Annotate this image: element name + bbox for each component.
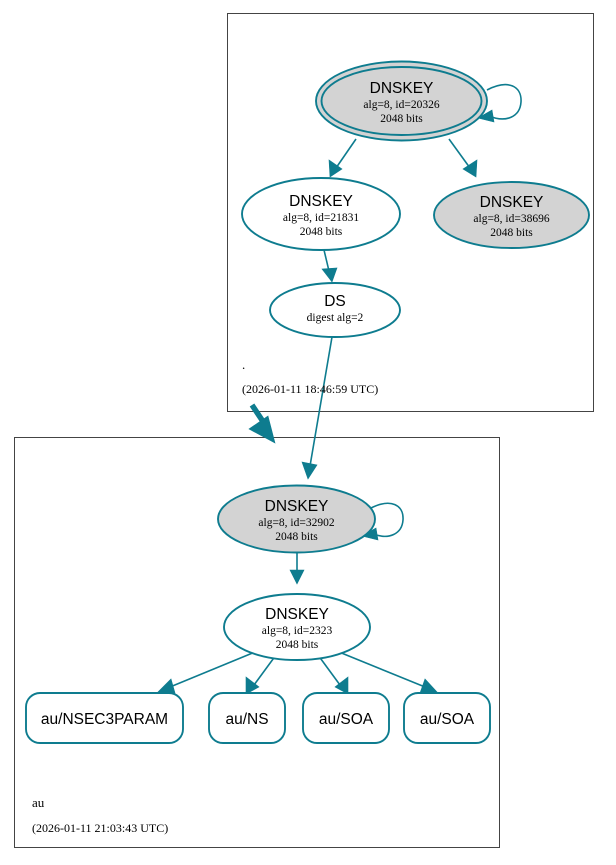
node-rrset-au-soa-1-shape bbox=[302, 692, 390, 744]
node-root-key-38696-title: DNSKEY bbox=[480, 194, 544, 211]
edge-au-zsk-to-ns bbox=[245, 654, 277, 695]
cluster-au-timestamp: (2026-01-11 21:03:43 UTC) bbox=[32, 821, 168, 835]
node-root-key-38696-keysize: 2048 bits bbox=[490, 227, 533, 239]
node-au-ksk-shape bbox=[217, 484, 376, 554]
node-rrset-au-nsec3param[interactable]: au/NSEC3PARAM bbox=[25, 692, 184, 744]
edge-root-ksk-to-key38696 bbox=[448, 138, 478, 178]
node-rrset-au-nsec3param-label: au/NSEC3PARAM bbox=[41, 711, 168, 728]
node-au-ksk-keysize: 2048 bits bbox=[275, 531, 318, 543]
node-rrset-au-soa-1-label: au/SOA bbox=[319, 711, 374, 728]
node-root-ksk-inner-ring bbox=[320, 66, 483, 136]
node-root-ksk[interactable]: DNSKEY alg=8, id=20326 2048 bits bbox=[315, 60, 488, 142]
edge-root-zsk-to-ds bbox=[321, 249, 338, 283]
edge-au-zsk-to-soa-1 bbox=[317, 654, 349, 695]
cluster-root-timestamp: (2026-01-11 18:46:59 UTC) bbox=[242, 382, 378, 396]
node-rrset-au-soa-1[interactable]: au/SOA bbox=[302, 692, 390, 744]
cluster-root-zone-label: . bbox=[242, 357, 245, 372]
node-root-ds[interactable]: DS digest alg=2 bbox=[269, 282, 401, 338]
node-rrset-au-ns[interactable]: au/NS bbox=[208, 692, 286, 744]
cluster-au-zone-label: au bbox=[32, 795, 45, 810]
node-rrset-au-soa-2-label: au/SOA bbox=[420, 711, 475, 728]
edge-au-ksk-selfsign bbox=[361, 502, 404, 541]
node-root-key-38696[interactable]: DNSKEY alg=8, id=38696 2048 bits bbox=[433, 181, 590, 249]
node-root-key-38696-shape bbox=[433, 181, 590, 249]
node-au-zsk-keysize: 2048 bits bbox=[276, 639, 319, 651]
node-root-ds-digest: digest alg=2 bbox=[307, 312, 364, 324]
node-root-zsk-shape bbox=[241, 177, 401, 251]
node-au-zsk-title: DNSKEY bbox=[265, 606, 329, 623]
node-root-zsk-keysize: 2048 bits bbox=[300, 226, 343, 238]
node-root-zsk-title: DNSKEY bbox=[289, 193, 353, 210]
node-au-ksk-title: DNSKEY bbox=[265, 498, 329, 515]
node-rrset-au-soa-2[interactable]: au/SOA bbox=[403, 692, 491, 744]
node-root-ksk-keyinfo: alg=8, id=20326 bbox=[363, 99, 439, 111]
edge-ds-to-au-ksk bbox=[301, 336, 333, 480]
node-root-key-38696-keyinfo: alg=8, id=38696 bbox=[473, 213, 549, 225]
edge-root-ksk-to-zsk bbox=[328, 138, 357, 178]
edge-root-ksk-selfsign bbox=[477, 83, 522, 123]
node-root-ksk-keysize: 2048 bits bbox=[380, 113, 423, 125]
node-root-ds-shape bbox=[269, 282, 401, 338]
node-au-ksk[interactable]: DNSKEY alg=8, id=32902 2048 bits bbox=[217, 484, 376, 554]
edge-cluster-root-to-au bbox=[248, 403, 276, 444]
node-au-zsk-keyinfo: alg=8, id=2323 bbox=[262, 625, 333, 637]
node-root-zsk[interactable]: DNSKEY alg=8, id=21831 2048 bits bbox=[241, 177, 401, 251]
node-rrset-au-ns-label: au/NS bbox=[225, 711, 268, 728]
node-rrset-au-ns-shape bbox=[208, 692, 286, 744]
node-root-ksk-title: DNSKEY bbox=[370, 80, 434, 97]
node-rrset-au-soa-2-shape bbox=[403, 692, 491, 744]
node-root-ds-title: DS bbox=[324, 293, 346, 310]
node-au-zsk-shape bbox=[223, 593, 371, 661]
node-rrset-au-nsec3param-shape bbox=[25, 692, 184, 744]
node-au-zsk[interactable]: DNSKEY alg=8, id=2323 2048 bits bbox=[223, 593, 371, 661]
node-au-ksk-keyinfo: alg=8, id=32902 bbox=[258, 517, 334, 529]
node-root-zsk-keyinfo: alg=8, id=21831 bbox=[283, 212, 359, 224]
